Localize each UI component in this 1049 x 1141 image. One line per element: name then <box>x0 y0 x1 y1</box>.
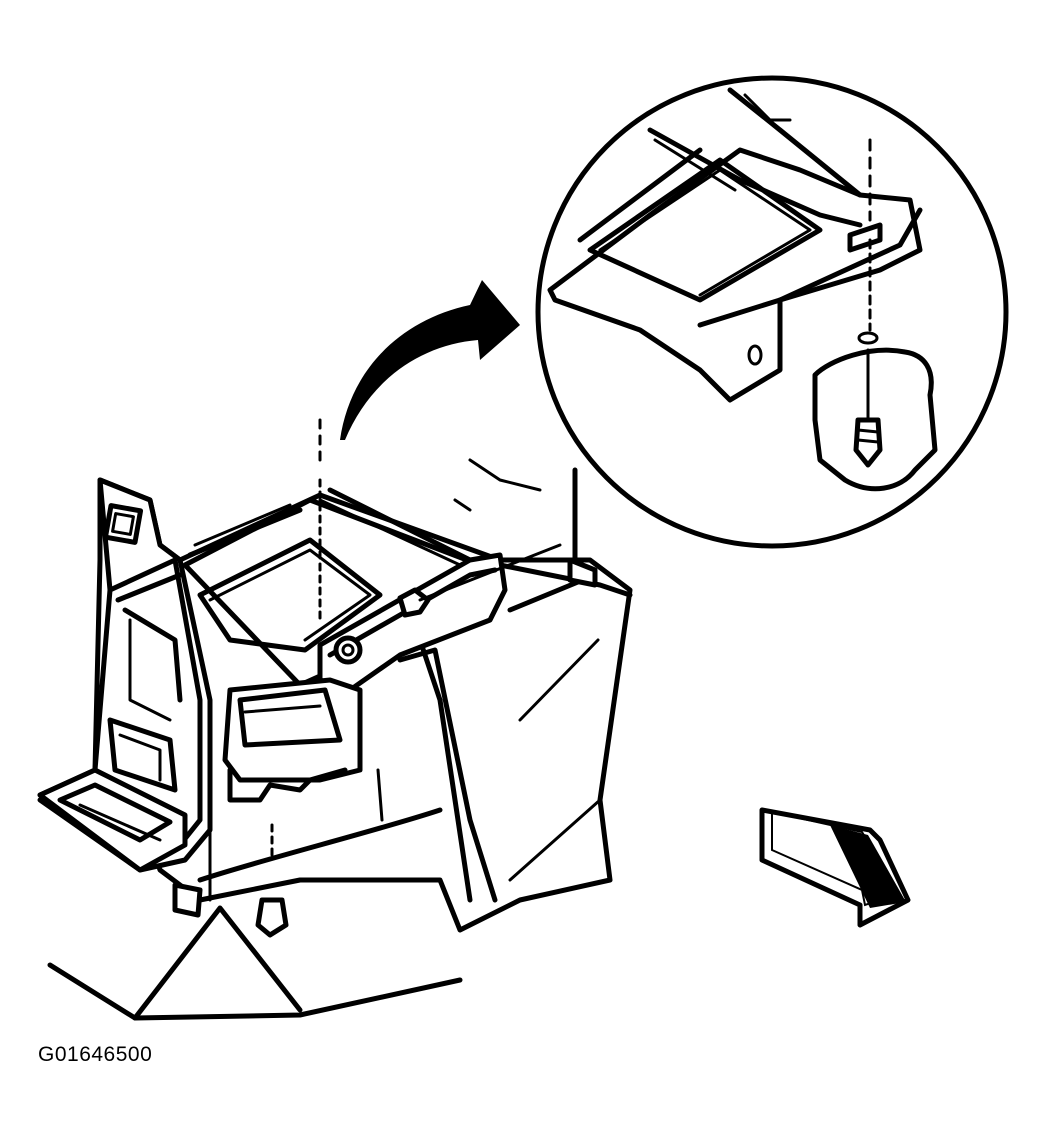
detail-magnifier <box>535 75 1009 549</box>
storage-bin <box>222 677 363 803</box>
lower-fasteners <box>172 418 598 938</box>
figure-id-label: G01646500 <box>38 1043 153 1066</box>
nut-icon <box>172 882 203 918</box>
floor-tunnel <box>47 905 463 1021</box>
screw-icon <box>255 897 289 938</box>
front-direction-arrow <box>759 807 911 928</box>
front-bezel <box>37 477 213 873</box>
bolt-icon <box>397 587 431 618</box>
callout-arrow <box>340 280 520 440</box>
